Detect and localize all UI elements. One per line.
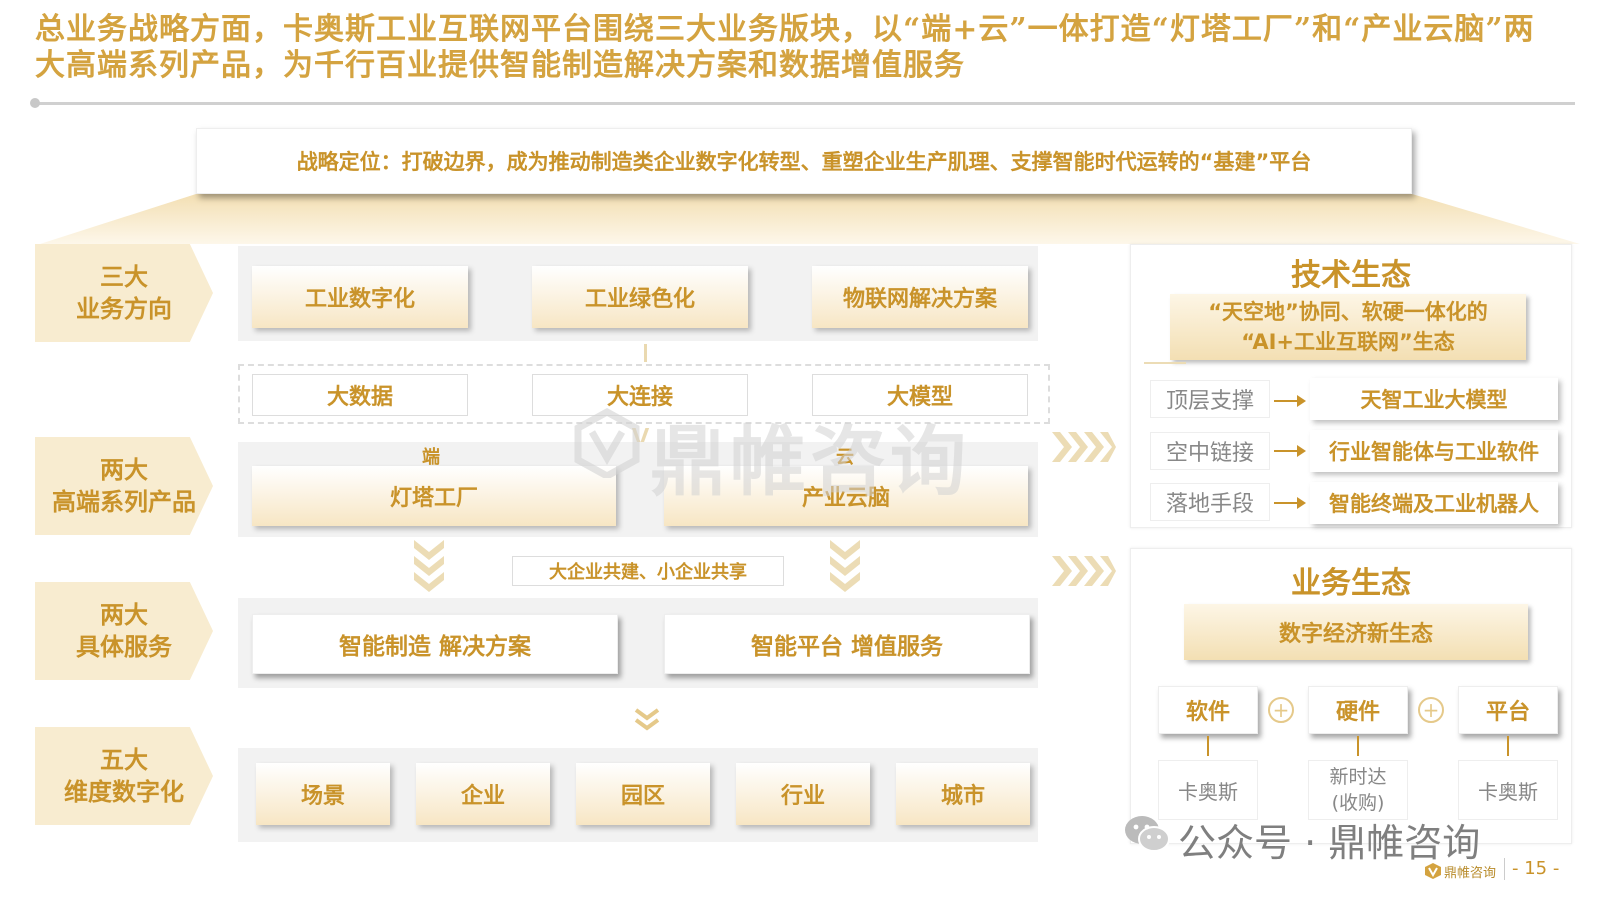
row-label-high-end-products: 两大 高端系列产品 bbox=[35, 437, 213, 535]
tech-pillars-frame bbox=[238, 364, 1050, 424]
tech-ecology-subtitle-line1: “天空地”协同、软硬一体化的 bbox=[1208, 300, 1488, 324]
eco-hardware: 硬件 bbox=[1308, 686, 1408, 734]
connector-line bbox=[644, 344, 647, 362]
eco-software-sub: 卡奥斯 bbox=[1158, 760, 1258, 820]
double-chevron-down-icon bbox=[634, 708, 660, 731]
dimension-scene: 场景 bbox=[256, 763, 390, 825]
bracket-top bbox=[1144, 362, 1186, 364]
row-label-dimensions: 五大 维度数字化 bbox=[35, 727, 213, 825]
title-divider bbox=[35, 102, 1575, 105]
yun-label: 云 bbox=[836, 447, 854, 468]
direction-industrial-green: 工业绿色化 bbox=[532, 266, 748, 328]
footer-divider bbox=[1504, 858, 1505, 880]
arrow-3 bbox=[1274, 497, 1306, 509]
service-smart-manufacturing: 智能制造 解决方案 bbox=[252, 614, 618, 674]
tech-ecology-subtitle: “天空地”协同、软硬一体化的 “AI+工业互联网”生态 bbox=[1170, 294, 1526, 360]
eco-platform-sub: 卡奥斯 bbox=[1458, 760, 1558, 820]
business-ecology-title: 业务生态 bbox=[1291, 566, 1411, 601]
product-industry-cloud-brain: 产业云脑 bbox=[664, 466, 1028, 526]
page-title: 总业务战略方面，卡奥斯工业互联网平台围绕三大业务版块，以“端+云”一体打造“灯塔… bbox=[35, 12, 1535, 83]
dimension-industry: 行业 bbox=[736, 763, 870, 825]
product-lighthouse-factory: 灯塔工厂 bbox=[252, 466, 616, 526]
right-chevrons-bottom-icon bbox=[1052, 556, 1116, 586]
watermark-text: 鼎帷咨询 bbox=[650, 417, 970, 506]
tech-row-left-2: 空中链接 bbox=[1150, 432, 1270, 470]
pillar-big-connection: 大连接 bbox=[532, 374, 748, 416]
wechat-account: 公众号 · 鼎帷咨询 bbox=[1178, 821, 1481, 865]
direction-iot-solutions: 物联网解决方案 bbox=[812, 266, 1028, 328]
dimension-city: 城市 bbox=[896, 763, 1030, 825]
direction-industrial-digitalization: 工业数字化 bbox=[252, 266, 468, 328]
pillar-big-model: 大模型 bbox=[812, 374, 1028, 416]
pillar-big-data: 大数据 bbox=[252, 374, 468, 416]
dimension-park: 园区 bbox=[576, 763, 710, 825]
tech-ecology-subtitle-line2: “AI+工业互联网”生态 bbox=[1241, 330, 1455, 354]
tech-row-left-1: 顶层支撑 bbox=[1150, 380, 1270, 418]
divider-dot bbox=[30, 98, 40, 108]
eco-connector-2 bbox=[1357, 736, 1359, 756]
watermark-logo-icon bbox=[574, 408, 640, 478]
arrow-1 bbox=[1274, 395, 1306, 407]
tech-ecology-title: 技术生态 bbox=[1291, 258, 1411, 293]
brand-logo-icon bbox=[1425, 863, 1441, 879]
down-arrow-left-icon bbox=[414, 540, 444, 592]
eco-connector-3 bbox=[1507, 736, 1509, 756]
share-note: 大企业共建、小企业共享 bbox=[512, 556, 784, 586]
eco-connector-1 bbox=[1207, 736, 1209, 756]
down-arrow-right-icon bbox=[830, 540, 860, 592]
duan-label: 端 bbox=[422, 447, 440, 468]
tech-row-right-3: 智能终端及工业机器人 bbox=[1310, 482, 1558, 524]
eco-hardware-sub: 新时达 (收购) bbox=[1308, 760, 1408, 820]
row-label-services: 两大 具体服务 bbox=[35, 582, 213, 680]
plus-icon-1: + bbox=[1268, 697, 1294, 723]
tech-row-right-2: 行业智能体与工业软件 bbox=[1310, 430, 1558, 472]
page-number: - 15 - bbox=[1512, 858, 1560, 879]
business-ecology-banner: 数字经济新生态 bbox=[1184, 604, 1528, 660]
right-chevrons-top-icon bbox=[1052, 432, 1116, 462]
service-smart-platform: 智能平台 增值服务 bbox=[664, 614, 1030, 674]
eco-software: 软件 bbox=[1158, 686, 1258, 734]
tech-row-right-1: 天智工业大模型 bbox=[1310, 378, 1558, 420]
dimension-enterprise: 企业 bbox=[416, 763, 550, 825]
arrow-2 bbox=[1274, 445, 1306, 457]
tech-row-left-3: 落地手段 bbox=[1150, 483, 1270, 521]
eco-platform: 平台 bbox=[1458, 686, 1558, 734]
wechat-icon bbox=[1125, 816, 1170, 852]
footer-brand: 鼎帷咨询 bbox=[1444, 866, 1497, 881]
row-label-business-directions: 三大 业务方向 bbox=[35, 244, 213, 342]
strategy-positioning: 战略定位：打破边界，成为推动制造类企业数字化转型、重塑企业生产肌理、支撑智能时代… bbox=[196, 128, 1412, 194]
plus-icon-2: + bbox=[1418, 697, 1444, 723]
strategy-fan bbox=[40, 194, 1580, 244]
